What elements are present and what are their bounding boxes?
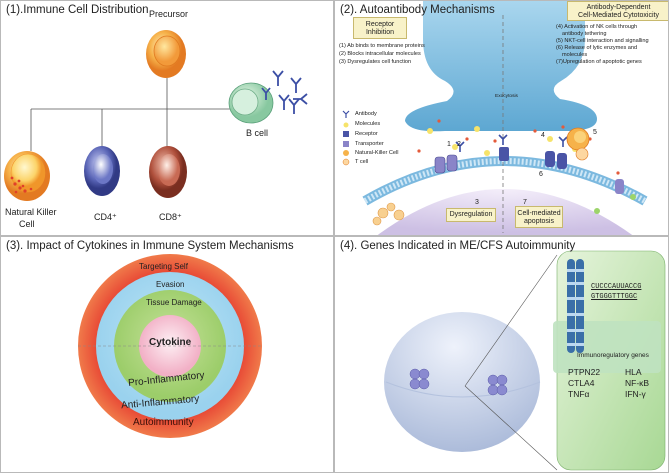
adcc-point-4: (7)Upregulation of apoptotic genes bbox=[556, 59, 642, 65]
nk-cell-label-line2: Cell bbox=[19, 219, 35, 229]
cd8-cell bbox=[149, 146, 187, 198]
autoantibody-diagram bbox=[342, 1, 648, 235]
adcc-point-3: (6) Release of lytic enzymes and bbox=[556, 45, 638, 51]
receptor-point-2: (2) Blocks intracellular molecules bbox=[339, 51, 421, 57]
panel-autoantibody-mechanisms: (2). Autoantibody Mechanisms Receptor In… bbox=[334, 0, 669, 236]
membrane-receptors bbox=[434, 147, 624, 194]
adcc-point-1b: antibody tethering bbox=[562, 31, 607, 37]
adcc-point-2: (5) NKT-cell interaction and signalling bbox=[556, 38, 649, 44]
immunoregulatory-genes-label: Immunoregulatory genes bbox=[577, 352, 649, 359]
adcc-point-3b: molecules bbox=[562, 52, 588, 58]
marker-5: 5 bbox=[593, 129, 597, 136]
gene-ifng: IFN-γ bbox=[625, 389, 646, 399]
receptor-point-3: (3) Dysregulates cell function bbox=[339, 59, 412, 65]
genes-diagram bbox=[384, 250, 666, 471]
cell-mediated-apoptosis-box: Cell-mediated apoptosis bbox=[515, 206, 563, 228]
panel-title: (1).Immune Cell Distribution bbox=[6, 4, 149, 16]
panel-title: (2). Autoantibody Mechanisms bbox=[340, 4, 495, 16]
antibody-icons bbox=[261, 70, 308, 114]
cd8-label: CD8⁺ bbox=[159, 212, 182, 222]
adcc-point-1: (4) Activation of NK cells through bbox=[556, 24, 638, 30]
panel-cytokines: (3). Impact of Cytokines in Immune Syste… bbox=[0, 236, 334, 473]
label-cytokine: Cytokine bbox=[149, 337, 192, 348]
legend-antibody: Antibody bbox=[355, 111, 377, 117]
label-evasion: Evasion bbox=[156, 280, 185, 289]
marker-4: 4 bbox=[541, 132, 545, 139]
legend-transporter: Transporter bbox=[355, 141, 384, 147]
marker-2: 2 bbox=[457, 141, 461, 148]
b-cell bbox=[228, 82, 274, 124]
gene-ctla4: CTLA4 bbox=[568, 378, 595, 388]
natural-killer-cell bbox=[4, 151, 50, 201]
cytokine-rings bbox=[78, 254, 262, 438]
marker-6: 6 bbox=[539, 171, 543, 178]
panel-immune-cell-distribution: (1).Immune Cell Distribution Precursor B… bbox=[0, 0, 334, 236]
nk-cell bbox=[566, 127, 590, 161]
receptor-inhibition-box: Receptor Inhibition bbox=[353, 17, 407, 39]
adcc-box: Antibody-Dependent Cell-Mediated Cytotox… bbox=[567, 1, 668, 21]
marker-1: 1 bbox=[447, 141, 451, 148]
panel-title: (3). Impact of Cytokines in Immune Syste… bbox=[6, 240, 294, 252]
panel-genes: (4). Genes Indicated in ME/CFS Autoimmun… bbox=[334, 236, 669, 473]
sequence-2: GTGGGTTTGGC bbox=[591, 293, 638, 301]
immune-cell-tree bbox=[4, 30, 308, 201]
gene-ptpn22: PTPN22 bbox=[568, 367, 601, 377]
exocytosis-label: Exocytosis bbox=[495, 94, 518, 99]
legend-receptor: Receptor bbox=[355, 131, 378, 137]
b-cell-label: B cell bbox=[246, 128, 269, 138]
marker-7: 7 bbox=[523, 199, 527, 206]
antibodies bbox=[455, 134, 568, 152]
vesicles bbox=[372, 202, 405, 226]
legend-nk-cell: Natural-Killer Cell bbox=[355, 150, 399, 156]
cd4-label: CD4⁺ bbox=[94, 212, 117, 222]
gene-tnfa: TNFα bbox=[568, 389, 590, 399]
legend-molecules: Molecules bbox=[355, 121, 381, 127]
dysregulation-box: Dysregulation bbox=[446, 208, 496, 222]
receptor-point-1: (1) Ab binds to membrane proteins bbox=[339, 43, 425, 49]
cd4-cell bbox=[84, 146, 120, 196]
sequence-1: CUCCCAUUACCG bbox=[591, 283, 642, 291]
marker-3: 3 bbox=[475, 199, 479, 206]
precursor-label: Precursor bbox=[149, 9, 189, 19]
chromosomes bbox=[567, 259, 584, 353]
label-targeting-self: Targeting Self bbox=[139, 262, 188, 271]
gene-nfkb: NF-κB bbox=[625, 378, 650, 388]
gene-hla: HLA bbox=[625, 367, 642, 377]
chromosome-clusters bbox=[409, 368, 508, 396]
nk-cell-label-line1: Natural Killer bbox=[5, 207, 57, 217]
legend-t-cell: T cell bbox=[355, 159, 369, 165]
upper-cell bbox=[405, 1, 597, 132]
panel-title: (4). Genes Indicated in ME/CFS Autoimmun… bbox=[340, 240, 576, 252]
legend-icons bbox=[342, 110, 350, 166]
label-autoimmunity: Autoimmunity bbox=[133, 417, 194, 428]
precursor-cell bbox=[146, 30, 186, 78]
label-tissue-damage: Tissue Damage bbox=[146, 298, 202, 307]
